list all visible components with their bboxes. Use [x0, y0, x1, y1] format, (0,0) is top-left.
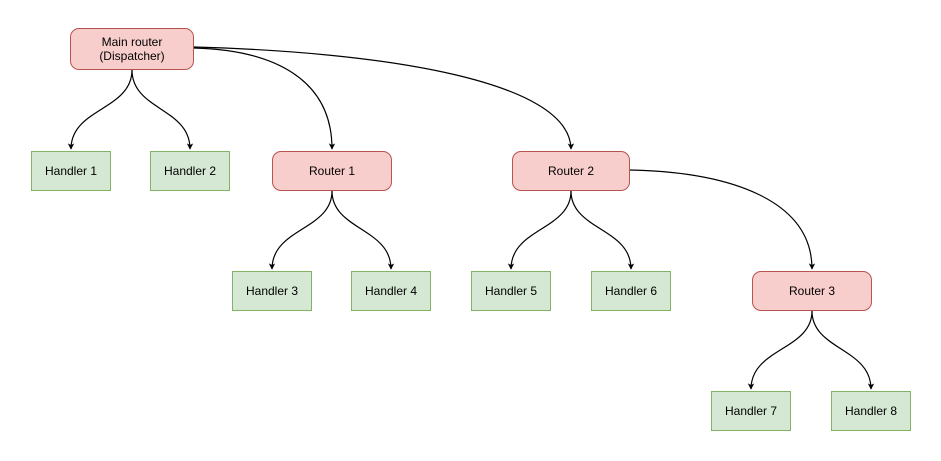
- node-main-router[interactable]: Main router (Dispatcher): [70, 28, 194, 70]
- edge-router-1-to-handler-3: [268, 190, 333, 270]
- node-label-handler-8: Handler 8: [844, 404, 898, 418]
- edge-main-to-router-1: [193, 47, 336, 150]
- node-router-3[interactable]: Router 3: [752, 271, 872, 311]
- node-label-handler-6: Handler 6: [604, 284, 658, 298]
- edge-router-3-to-handler-7: [747, 310, 813, 390]
- node-label-handler-4: Handler 4: [364, 284, 418, 298]
- edge-group: [67, 46, 875, 390]
- edge-router-1-to-handler-4: [331, 190, 395, 270]
- node-handler-8[interactable]: Handler 8: [831, 391, 911, 431]
- node-handler-7[interactable]: Handler 7: [711, 391, 791, 431]
- edge-router-2-to-handler-5: [507, 190, 572, 270]
- node-label-handler-5: Handler 5: [484, 284, 538, 298]
- node-handler-6[interactable]: Handler 6: [591, 271, 671, 311]
- edge-main-to-handler-2: [131, 69, 194, 150]
- node-label-main-router: Main router (Dispatcher): [99, 35, 165, 63]
- node-label-handler-7: Handler 7: [724, 404, 778, 418]
- node-router-1[interactable]: Router 1: [272, 151, 392, 191]
- node-handler-5[interactable]: Handler 5: [471, 271, 551, 311]
- edge-router-2-to-router-3: [629, 169, 816, 270]
- node-handler-1[interactable]: Handler 1: [31, 151, 111, 191]
- node-label-handler-1: Handler 1: [44, 164, 98, 178]
- edge-main-to-handler-1: [67, 69, 133, 150]
- node-label-router-1: Router 1: [308, 164, 356, 178]
- node-handler-4[interactable]: Handler 4: [351, 271, 431, 311]
- edge-router-2-to-handler-6: [570, 190, 635, 270]
- edge-main-to-router-2: [193, 46, 575, 150]
- node-label-router-2: Router 2: [547, 164, 595, 178]
- node-handler-2[interactable]: Handler 2: [150, 151, 230, 191]
- node-label-handler-2: Handler 2: [163, 164, 217, 178]
- node-handler-3[interactable]: Handler 3: [232, 271, 312, 311]
- node-router-2[interactable]: Router 2: [512, 151, 630, 191]
- node-label-handler-3: Handler 3: [245, 284, 299, 298]
- node-label-router-3: Router 3: [788, 284, 836, 298]
- edge-router-3-to-handler-8: [811, 310, 875, 390]
